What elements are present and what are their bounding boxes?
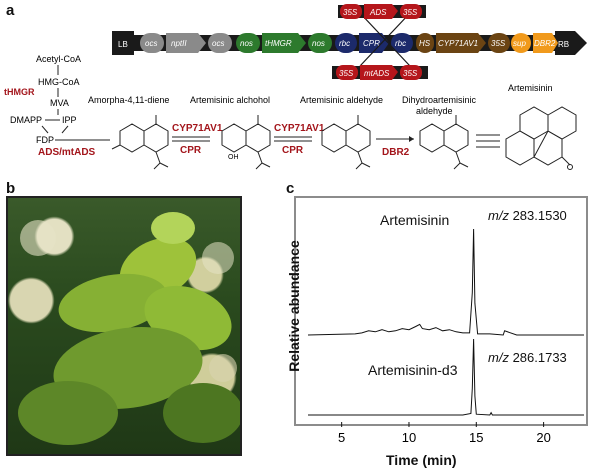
amorpha-diene-label: Amorpha-4,11-diene <box>88 95 169 105</box>
dbr2-gene <box>533 33 558 53</box>
nptii-label: nptII <box>171 39 187 48</box>
thmgr-enzyme-label: tHMGR <box>4 87 35 97</box>
cyp71av1-enzyme-1: CYP71AV1 <box>172 123 223 134</box>
lb-box <box>112 31 134 55</box>
panel-a-label: a <box>6 2 15 19</box>
nos-label-2: nos <box>312 39 325 48</box>
dmapp-label: DMAPP <box>10 115 42 125</box>
mtads-35s-right <box>400 65 422 80</box>
x-tick-label-15: 15 <box>469 430 483 445</box>
ads-35s-right-label: 35S <box>403 8 418 17</box>
cpr-gene-label: CPR <box>363 39 380 48</box>
ocs-promoter-2 <box>208 33 232 53</box>
structure-artemisinic-aldehyde <box>321 115 371 170</box>
mtads-35s-right-label: 35S <box>403 69 418 78</box>
ocs-label-2: ocs <box>212 39 224 48</box>
rb-box <box>555 31 575 55</box>
ads-gene-label: ADS <box>369 8 387 17</box>
rbc-terminator-2 <box>391 33 413 53</box>
arrow-3-4-head <box>409 136 414 142</box>
nos-label-1: nos <box>240 39 253 48</box>
x-tick-label-5: 5 <box>338 430 345 445</box>
series-1-mz: m/z 283.1530 <box>488 208 567 223</box>
nos-terminator-2 <box>308 33 332 53</box>
gene-construct: LB RB ocs nptII ocs nos tHMGR nos rbc CP… <box>112 4 587 80</box>
oh-group-label: OH <box>228 154 239 161</box>
artemisinin-pathway: Acetyl-CoA HMG-CoA tHMGR MVA DMAPP IPP F… <box>4 54 577 170</box>
mtads-35s-left-label: 35S <box>339 69 354 78</box>
hs-label: HS <box>419 39 431 48</box>
nos-promoter-1 <box>236 33 260 53</box>
nptii-gene <box>166 33 206 53</box>
cyp71av1-gene <box>436 33 486 53</box>
ocs-terminator-1 <box>140 33 164 53</box>
panel-b-label: b <box>6 180 16 197</box>
plant-leaves <box>18 212 240 445</box>
arrow-ipp-fdp <box>61 125 69 134</box>
ads-35s-left-label: 35S <box>343 8 358 17</box>
series-2-mz: m/z 286.1733 <box>488 350 567 365</box>
artemisinic-alcohol-label: Artemisinic alchohol <box>190 95 270 105</box>
trace-series-2 <box>308 338 584 416</box>
mtads-gene-label: mtADS <box>364 69 390 78</box>
dbr2-gene-label: DBR2 <box>534 39 556 48</box>
x-tick-label-10: 10 <box>402 430 416 445</box>
ipp-label: IPP <box>62 115 77 125</box>
fdp-label: FDP <box>36 135 54 145</box>
x-tick-label-20: 20 <box>536 430 550 445</box>
rb-label: RB <box>558 40 569 49</box>
ads-35s-right <box>400 4 422 19</box>
ads-gene <box>364 4 398 19</box>
y-axis-label: Relative abundance <box>286 240 302 372</box>
x-axis-label: Time (min) <box>386 452 457 468</box>
chromatogram-frame <box>294 196 588 426</box>
thmgr-gene-label: tHMGR <box>265 39 292 48</box>
rbc-label-2: rbc <box>395 39 406 48</box>
cyp71av1-enzyme-2: CYP71AV1 <box>274 123 325 134</box>
structure-amorphadiene <box>111 115 169 170</box>
mva-label: MVA <box>50 98 69 108</box>
chromatogram-chart: 5 10 15 20 <box>307 228 584 445</box>
cpr-gene <box>359 33 389 53</box>
rbc-label-1: rbc <box>339 39 350 48</box>
thmgr-gene <box>262 33 306 53</box>
rbc-promoter-1 <box>335 33 357 53</box>
series-1-name: Artemisinin <box>380 212 450 228</box>
artemisinin-compound-label: Artemisinin <box>508 83 553 93</box>
trace-series-1 <box>307 228 584 336</box>
sup-label: sup <box>513 39 526 48</box>
structure-artemisinic-alcohol <box>221 115 271 170</box>
ads-mtads-enzyme-label: ADS/mtADS <box>38 147 96 158</box>
dihydroartemisinic-label-2: aldehyde <box>416 106 453 116</box>
hmg-coa-label: HMG-CoA <box>38 77 80 87</box>
35s-promoter-cyp <box>488 33 510 53</box>
plant-photo <box>6 196 242 456</box>
panel-c-label: c <box>286 180 295 197</box>
series-2-name: Artemisinin-d3 <box>368 362 457 378</box>
dbr2-enzyme-label: DBR2 <box>382 147 410 158</box>
mtads-35s-left <box>336 65 358 80</box>
hs-terminator <box>416 33 434 53</box>
series-2-name-text: Artemisinin-d3 <box>368 362 458 378</box>
ads-cross-line-2 <box>359 12 411 67</box>
artemisinic-aldehyde-label: Artemisinic aldehyde <box>300 95 383 105</box>
arrow-dmapp-fdp <box>41 125 49 134</box>
lb-label: LB <box>118 40 128 49</box>
ads-35s-left <box>340 4 362 19</box>
rb-arrow <box>575 31 587 55</box>
structure-artemisinin <box>505 106 577 170</box>
cpr-enzyme-2: CPR <box>282 145 304 156</box>
acetyl-coa-label: Acetyl-CoA <box>36 54 81 64</box>
mtads-gene <box>360 65 398 80</box>
dihydroartemisinic-label-1: Dihydroartemisinic <box>402 95 477 105</box>
ocs-label-1: ocs <box>145 39 157 48</box>
cpr-enzyme-1: CPR <box>180 145 202 156</box>
structure-dihydroartemisinic-aldehyde <box>419 115 469 170</box>
sup-promoter <box>511 33 531 53</box>
35s-label-cyp: 35S <box>491 39 506 48</box>
cyp71av1-gene-label: CYP71AV1 <box>438 39 478 48</box>
